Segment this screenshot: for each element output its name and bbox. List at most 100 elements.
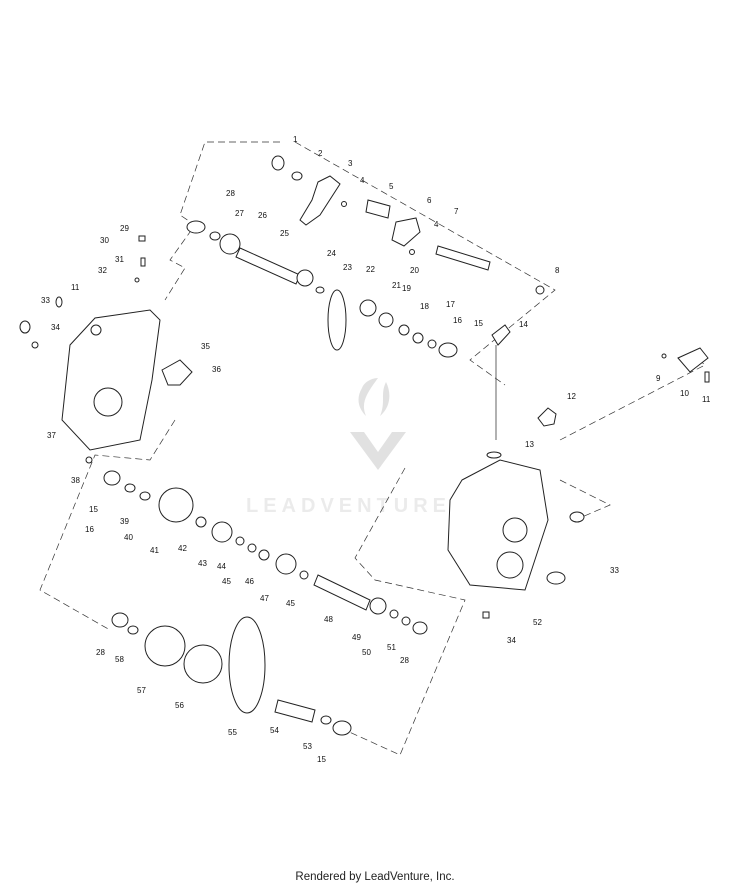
chain-part	[327, 289, 347, 351]
callout-label: 34	[51, 323, 60, 332]
bolt-part	[482, 611, 490, 619]
callout-label: 4	[360, 176, 365, 185]
washer-part	[127, 625, 139, 635]
callout-label: 27	[235, 209, 244, 218]
callout-label: 13	[525, 440, 534, 449]
spacer-part	[258, 549, 270, 561]
callout-label: 40	[124, 533, 133, 542]
callout-label: 56	[175, 701, 184, 710]
input-shaft-part	[235, 247, 301, 285]
seal-part	[546, 571, 566, 585]
gear-part	[183, 644, 223, 684]
callout-label: 47	[260, 594, 269, 603]
seal-part	[438, 342, 458, 358]
washer-part	[247, 543, 257, 553]
bearing-part	[359, 299, 377, 317]
callout-label: 45	[222, 577, 231, 586]
shift-fork-part	[391, 217, 421, 247]
callout-label: 20	[410, 266, 419, 275]
callout-label: 22	[366, 265, 375, 274]
left-case-half	[19, 235, 193, 464]
plug-part	[31, 341, 39, 349]
callout-label: 8	[555, 266, 560, 275]
callout-label: 3	[348, 159, 353, 168]
pin-part	[341, 201, 347, 207]
callout-label: 36	[212, 365, 221, 374]
nut-part	[537, 407, 557, 427]
spring-part	[140, 257, 146, 267]
callout-label: 50	[362, 648, 371, 657]
pin-part	[661, 353, 667, 359]
gear-part	[211, 521, 233, 543]
gear-part	[369, 597, 387, 615]
callout-label: 28	[96, 648, 105, 657]
snap-ring-part	[401, 616, 411, 626]
callout-label: 58	[115, 655, 124, 664]
callout-label: 32	[98, 266, 107, 275]
bearing-bore-part	[93, 387, 123, 417]
callout-label: 1	[293, 135, 298, 144]
washer-part	[320, 715, 332, 725]
callout-label: 25	[280, 229, 289, 238]
callout-label: 54	[270, 726, 279, 735]
callout-label: 11	[71, 283, 80, 292]
snap-ring-part	[315, 286, 325, 294]
callout-label: 48	[324, 615, 333, 624]
seal-part	[332, 720, 352, 736]
spacer-part	[412, 332, 424, 344]
bracket-part	[161, 359, 193, 386]
callout-label: 55	[228, 728, 237, 737]
callout-label: 38	[71, 476, 80, 485]
seal-part	[19, 320, 31, 334]
callout-label: 14	[519, 320, 528, 329]
bolt-part	[85, 456, 93, 464]
washer-part	[209, 231, 221, 241]
callout-label: 28	[226, 189, 235, 198]
gear-part	[158, 487, 194, 523]
callout-label: 35	[201, 342, 210, 351]
callout-label: 19	[402, 284, 411, 293]
washer-part	[427, 339, 437, 349]
gear-part	[219, 233, 241, 255]
right-case-half	[447, 347, 710, 619]
watermark-text: LEADVENTURE	[246, 495, 451, 517]
bearing-part	[186, 220, 206, 234]
callout-label: 16	[453, 316, 462, 325]
callout-label: 23	[343, 263, 352, 272]
output-shaft-part	[313, 574, 371, 611]
callout-label: 28	[400, 656, 409, 665]
callout-label: 16	[85, 525, 94, 534]
upper-shaft-assembly	[186, 155, 545, 440]
callout-label: 4	[434, 220, 439, 229]
callout-label: 18	[420, 302, 429, 311]
callout-label: 26	[258, 211, 267, 220]
bolt-part	[138, 235, 146, 242]
callout-label: 45	[286, 599, 295, 608]
callout-label: 33	[610, 566, 619, 575]
shift-shaft-part	[435, 245, 491, 271]
washer-part	[139, 491, 151, 501]
boss-part	[90, 324, 102, 336]
callout-label: 21	[392, 281, 401, 290]
gear-part	[378, 312, 394, 328]
chain-part	[228, 616, 266, 714]
washer-part	[235, 536, 245, 546]
bearing-bore-part	[502, 517, 528, 543]
shift-fork-part	[299, 175, 341, 226]
gear-part	[296, 269, 314, 287]
case-half-part	[447, 459, 549, 591]
seal-part	[569, 511, 585, 523]
seal-part	[103, 470, 121, 486]
callout-label: 41	[150, 546, 159, 555]
cover-plate-part	[677, 347, 709, 373]
callout-labels: 1 2 3 4 5 6 7 4 20 8 28 27 26 25 24 23 2…	[41, 135, 711, 764]
sprocket-shaft-part	[274, 699, 316, 723]
case-half-part	[61, 309, 161, 451]
callout-label: 2	[318, 149, 323, 158]
callout-label: 37	[47, 431, 56, 440]
watermark-logo: LEADVENTURE	[246, 378, 451, 517]
middle-shaft-assembly	[103, 470, 428, 635]
callout-label: 10	[680, 389, 689, 398]
gasket-part	[486, 451, 502, 459]
